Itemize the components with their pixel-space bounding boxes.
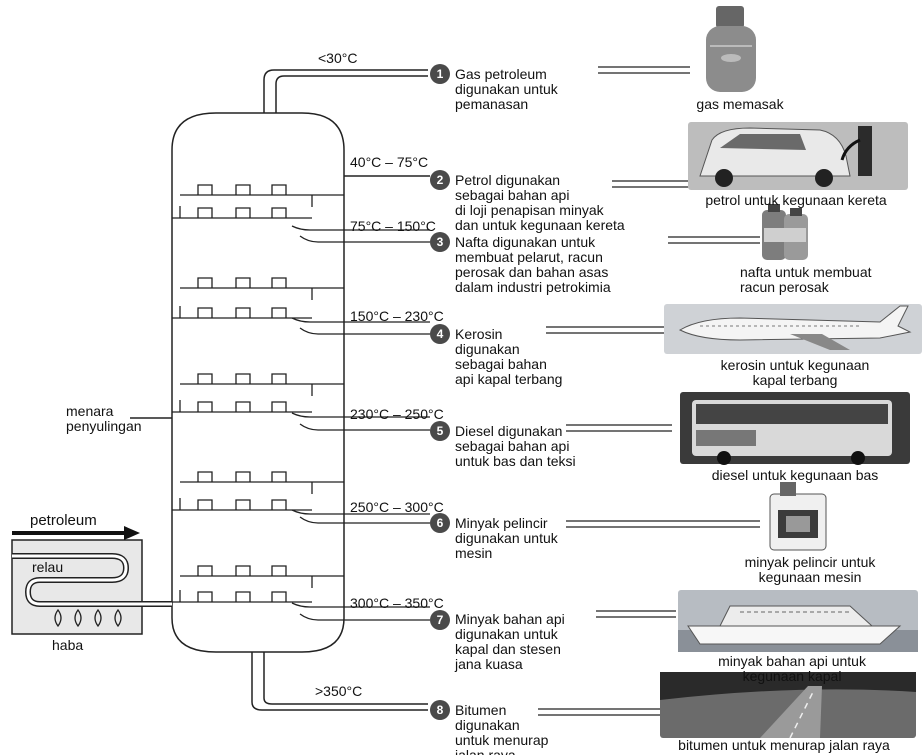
leader-line-5 [566, 424, 672, 432]
outlet-pipe-4 [291, 317, 430, 335]
leader-line-4 [546, 326, 664, 334]
tray-5-1 [180, 565, 344, 588]
fraction-number-2: 2 [430, 170, 450, 190]
outlet-pipe-5 [291, 412, 430, 431]
fraction-number-4: 4 [430, 324, 450, 344]
leader-line-2 [612, 180, 690, 188]
tray-1-1 [180, 184, 344, 207]
outlet-pipe-6 [291, 509, 430, 524]
fraction-description-7: Minyak bahan api digunakan untuk kapal d… [455, 611, 565, 672]
label-relau: relau [30, 559, 66, 575]
leader-line-3 [668, 236, 760, 244]
tray-3-1 [180, 373, 344, 396]
image-caption-4: kerosin untuk kegunaan kapal terbang [720, 357, 870, 388]
label-menara-penyulingan: menara penyulingan [66, 403, 142, 434]
leader-line-7 [596, 610, 676, 618]
gas-cylinder-icon [706, 6, 756, 92]
tray-2-2 [172, 306, 312, 319]
tray-4-1 [180, 471, 344, 494]
top-pipe [263, 69, 428, 113]
fraction-description-4: Kerosin digunakan sebagai bahan api kapa… [455, 326, 563, 387]
fraction-number-8: 8 [430, 700, 450, 720]
fraction-description-5: Diesel digunakan sebagai bahan api untuk… [455, 423, 576, 469]
tray-5-2 [172, 590, 312, 603]
label-petroleum: petroleum [30, 512, 97, 529]
label-haba: haba [52, 637, 84, 653]
fraction-description-2: Petrol digunakan sebagai bahan api di lo… [455, 172, 625, 233]
fraction-number-1: 1 [430, 64, 450, 84]
oil-can-icon [769, 482, 827, 551]
tray-3-2 [172, 400, 312, 413]
image-caption-3: nafta untuk membuat racun perosak [740, 264, 872, 295]
leader-line-6 [566, 520, 760, 528]
leader-line-8 [538, 708, 660, 716]
bottom-pipe [251, 652, 428, 711]
road-icon [660, 672, 916, 739]
temperature-range-1: <30°C [318, 50, 358, 66]
image-caption-7: minyak bahan api untuk kegunaan kapal [718, 653, 866, 684]
flames-icon [54, 608, 122, 628]
ship-icon [678, 590, 918, 652]
temperature-range-6: 250°C – 300°C [350, 499, 444, 515]
pesticide-bottles-icon [762, 204, 808, 260]
image-caption-6: minyak pelincir untuk kegunaan mesin [744, 554, 876, 585]
tray-2-1 [180, 277, 344, 300]
fraction-description-3: Nafta digunakan untuk membuat pelarut, r… [455, 234, 611, 295]
temperature-range-4: 150°C – 230°C [350, 308, 444, 324]
fraction-number-3: 3 [430, 232, 450, 252]
leader-line-1 [598, 66, 690, 74]
car-refuel-icon [688, 122, 908, 190]
temperature-range-5: 230°C – 250°C [350, 406, 444, 422]
fraction-number-7: 7 [430, 610, 450, 630]
tray-4-2 [172, 498, 312, 511]
temperature-range-2: 40°C – 75°C [350, 154, 429, 170]
fraction-description-1: Gas petroleum digunakan untuk pemanasan [455, 66, 558, 112]
distillation-column [171, 112, 345, 653]
bus-icon [680, 392, 910, 465]
fraction-description-8: Bitumen digunakan untuk menurap jalan ra… [455, 702, 549, 755]
image-caption-5: diesel untuk kegunaan bas [711, 467, 879, 483]
outlet-pipe-7 [291, 602, 430, 621]
fraction-number-6: 6 [430, 513, 450, 533]
airplane-icon [664, 304, 922, 354]
temperature-range-3: 75°C – 150°C [350, 218, 436, 234]
fraction-description-6: Minyak pelincir digunakan untuk mesin [455, 515, 558, 561]
image-caption-8: bitumen untuk menurap jalan raya [678, 737, 890, 753]
temperature-range-8: >350°C [315, 683, 363, 699]
image-caption-1: gas memasak [696, 96, 784, 112]
tray-1-2 [172, 206, 312, 219]
outlet-pipe-3 [291, 225, 430, 243]
image-caption-2: petrol untuk kegunaan kereta [705, 192, 887, 208]
temperature-range-7: 300°C – 350°C [350, 595, 444, 611]
fraction-number-5: 5 [430, 421, 450, 441]
